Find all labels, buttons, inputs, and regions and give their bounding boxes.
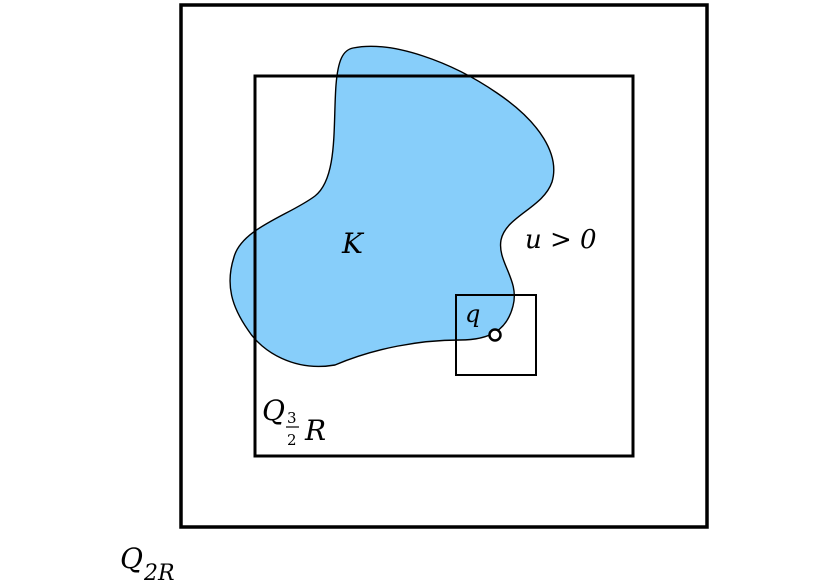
set-k-label: K — [341, 227, 365, 260]
inner-square-label-q: Q — [262, 394, 285, 427]
outer-square-label: Q 2R — [120, 542, 175, 586]
inner-square-label: Q 3 2 R — [262, 394, 326, 449]
inner-square-label-frac-num: 3 — [287, 409, 297, 427]
outer-square-label-q: Q — [120, 542, 143, 575]
boundary-point — [488, 328, 502, 342]
set-k-blob — [229, 45, 555, 367]
outer-square-label-sub: 2R — [143, 561, 175, 586]
region-label: u > 0 — [525, 225, 597, 255]
inner-square-label-frac-den: 2 — [287, 431, 297, 449]
small-square-label: q — [465, 300, 480, 328]
inner-square-q32r — [253, 74, 635, 458]
small-square-q — [455, 294, 537, 376]
outer-square-q2r — [179, 3, 709, 529]
inner-square-label-r: R — [304, 414, 326, 447]
